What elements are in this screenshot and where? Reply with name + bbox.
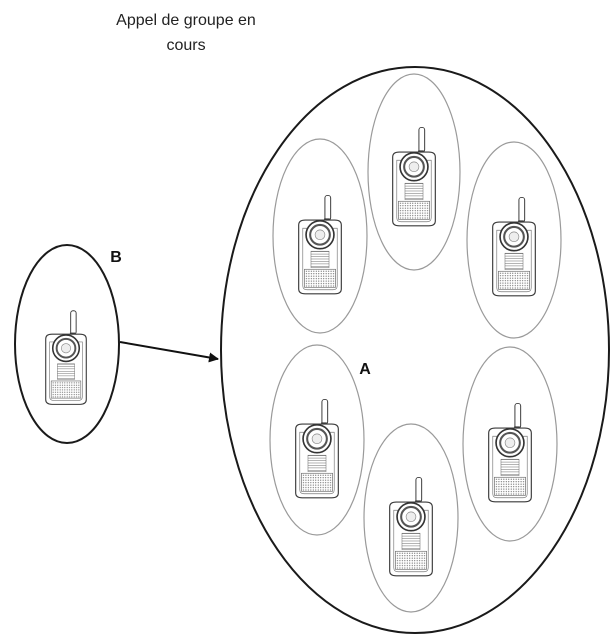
member-ellipse [466,141,562,339]
member-radio-icon [487,402,533,503]
member-radio-icon [491,196,537,297]
member-radio-icon [297,194,343,295]
member-radio-icon [391,126,437,227]
member-ellipse [269,344,365,536]
member-radio-icon [294,398,340,499]
caller-radio-icon [44,309,88,406]
diagram-title-line2: cours [166,37,205,54]
caller-ellipse-b [14,244,120,444]
diagram-title-line1: Appel de groupe en [116,12,256,29]
member-ellipse [363,423,459,613]
member-ellipse [272,138,368,334]
talkgroup-ellipse-a [220,66,610,634]
member-radio-icon [388,476,434,577]
member-ellipse [462,346,558,542]
member-ellipse [367,73,461,271]
label-b: B [110,249,122,266]
arrow-right-icon [119,341,219,363]
label-a: A [359,361,371,378]
